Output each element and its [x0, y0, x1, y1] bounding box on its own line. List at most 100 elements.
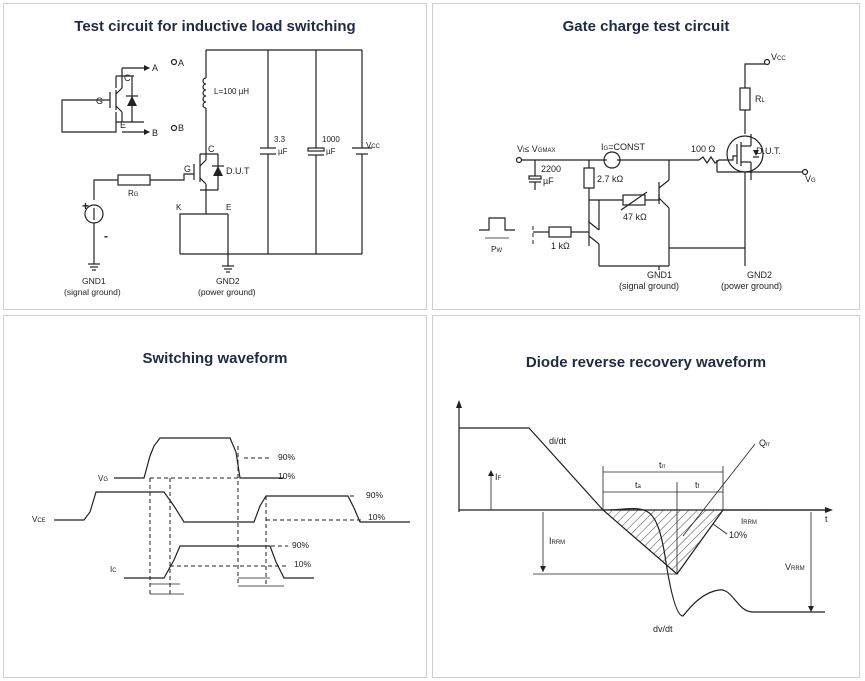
label-vce: VCE	[32, 515, 46, 524]
label-inductor: L=100 µH	[214, 87, 249, 96]
label-vi: Vi≤ VGMAX	[517, 144, 555, 154]
vi-terminal	[515, 156, 523, 164]
label-e-top: E	[120, 120, 126, 130]
label-c-top: C	[124, 73, 131, 83]
label-dvdt: dv/dt	[653, 624, 673, 634]
label-cap-unit: µF	[543, 176, 554, 186]
label-pw: PW	[491, 245, 502, 254]
label-gnd2-desc: (power ground)	[198, 287, 256, 297]
node-b	[170, 124, 178, 132]
ground-gnd2	[222, 265, 234, 273]
label-dut: D.U.T.	[756, 146, 781, 156]
label-g-dut: G	[184, 164, 191, 174]
label-cap1-unit: µF	[278, 147, 288, 156]
panel-title: Gate charge test circuit	[562, 18, 730, 35]
panel-title: Switching waveform	[142, 350, 288, 367]
pulse-symbol	[479, 217, 515, 231]
label-vg: VG	[98, 474, 108, 483]
label-10: 10%	[729, 530, 747, 540]
label-gnd1-desc: (signal ground)	[64, 287, 121, 297]
panel-inductive-load: Test circuit for inductive load switchin…	[3, 3, 427, 310]
capacitor-2200uf	[528, 175, 542, 180]
label-ta: ta	[635, 480, 642, 490]
label-cap-val: 2200	[541, 164, 561, 174]
current-source	[603, 151, 621, 169]
inductor-symbol	[202, 77, 207, 109]
label-rg: RG	[128, 189, 139, 198]
label-dut: D.U.T	[226, 166, 250, 176]
label-c-dut: C	[208, 144, 215, 154]
label-trr: trr	[659, 460, 666, 470]
capacitor-3-3uf	[260, 50, 276, 254]
label-r100: 100 Ω	[691, 144, 716, 154]
label-10-vce: 10%	[368, 512, 385, 522]
resistor-1k	[548, 226, 572, 238]
label-gnd2: GND2	[216, 276, 240, 286]
node-a	[170, 58, 178, 66]
label-gnd2: GND2	[747, 270, 772, 280]
ic-trace	[124, 545, 314, 579]
panel-title: Diode reverse recovery waveform	[525, 354, 767, 371]
label-node-a: A	[178, 58, 184, 68]
label-t: t	[825, 514, 828, 524]
label-vrrm: VRRM	[785, 562, 805, 572]
resistor-47k	[622, 194, 646, 206]
label-didt: di/dt	[549, 436, 567, 446]
vcc-terminal	[763, 58, 771, 66]
label-if: IF	[495, 472, 502, 482]
label-k: K	[176, 203, 182, 212]
vg-trace	[114, 437, 284, 479]
qrr-region	[601, 509, 724, 575]
voltage-trace	[602, 508, 825, 617]
vcc-source	[352, 50, 372, 254]
label-90-top: 90%	[278, 452, 295, 462]
label-vcc: VCC	[771, 52, 786, 62]
label-ic: IC	[110, 565, 117, 574]
label-vg: VG	[805, 174, 816, 184]
label-irrm-right: IRRM	[741, 517, 757, 526]
panel-title: Test circuit for inductive load switchin…	[74, 18, 356, 35]
label-gnd1: GND1	[647, 270, 672, 280]
resistor-rl	[739, 87, 751, 111]
label-vcc: VCC	[366, 141, 381, 150]
switching-waveform: 90% 10% VG 90% 10% VCE 90% 10% IC	[32, 437, 410, 595]
label-node-b: B	[178, 123, 184, 133]
gate-charge-circuit: VCC RL D.U.T. 100 Ω Vi≤ VGMAX IG=CONST 2…	[479, 52, 816, 291]
label-10-top: 10%	[278, 471, 295, 481]
label-ig: IG=CONST	[601, 142, 645, 152]
resistor-rg	[117, 174, 151, 186]
vg-terminal	[801, 168, 809, 176]
vce-trace	[54, 491, 410, 523]
label-gnd2-desc: (power ground)	[721, 281, 782, 291]
panel-gate-charge: Gate charge test circuit VCC RL D.U.T. 1…	[432, 3, 860, 310]
label-plus: +	[82, 199, 89, 213]
label-g-top: G	[96, 96, 103, 106]
label-rl: RL	[755, 94, 766, 104]
label-cap2-val: 1000	[322, 135, 340, 144]
top-igbt	[61, 65, 150, 135]
label-e-dut: E	[226, 203, 231, 212]
label-b-out: B	[152, 128, 158, 138]
dut-igbt	[193, 153, 224, 214]
label-irrm-left: IRRM	[549, 536, 565, 546]
label-r27: 2.7 kΩ	[597, 174, 624, 184]
label-qrr: Qrr	[759, 438, 770, 448]
label-90-ic: 90%	[292, 540, 309, 550]
ground-gnd1	[88, 263, 100, 271]
label-tb: tf	[695, 480, 700, 490]
current-trace	[459, 427, 825, 575]
panel-diode-recovery: Diode reverse recovery waveform t IF IRR…	[432, 315, 860, 678]
label-90-vce: 90%	[366, 490, 383, 500]
inductive-load-circuit: A B C G E A B L=100 µH	[61, 49, 381, 297]
label-r1k: 1 kΩ	[551, 241, 570, 251]
diode-recovery-waveform: t IF IRRM trr ta tf Qrr di/dt IRRM	[456, 400, 833, 634]
capacitor-1000uf	[307, 50, 325, 254]
label-gnd1: GND1	[82, 276, 106, 286]
panel-switching-waveform: Switching waveform 90% 10% VG 90% 10% VC…	[3, 315, 427, 678]
label-a-out: A	[152, 63, 158, 73]
label-r47: 47 kΩ	[623, 212, 647, 222]
label-gnd1-desc: (signal ground)	[619, 281, 679, 291]
resistor-2-7k	[583, 167, 595, 189]
label-minus: -	[104, 229, 108, 243]
label-cap1-val: 3.3	[274, 135, 286, 144]
